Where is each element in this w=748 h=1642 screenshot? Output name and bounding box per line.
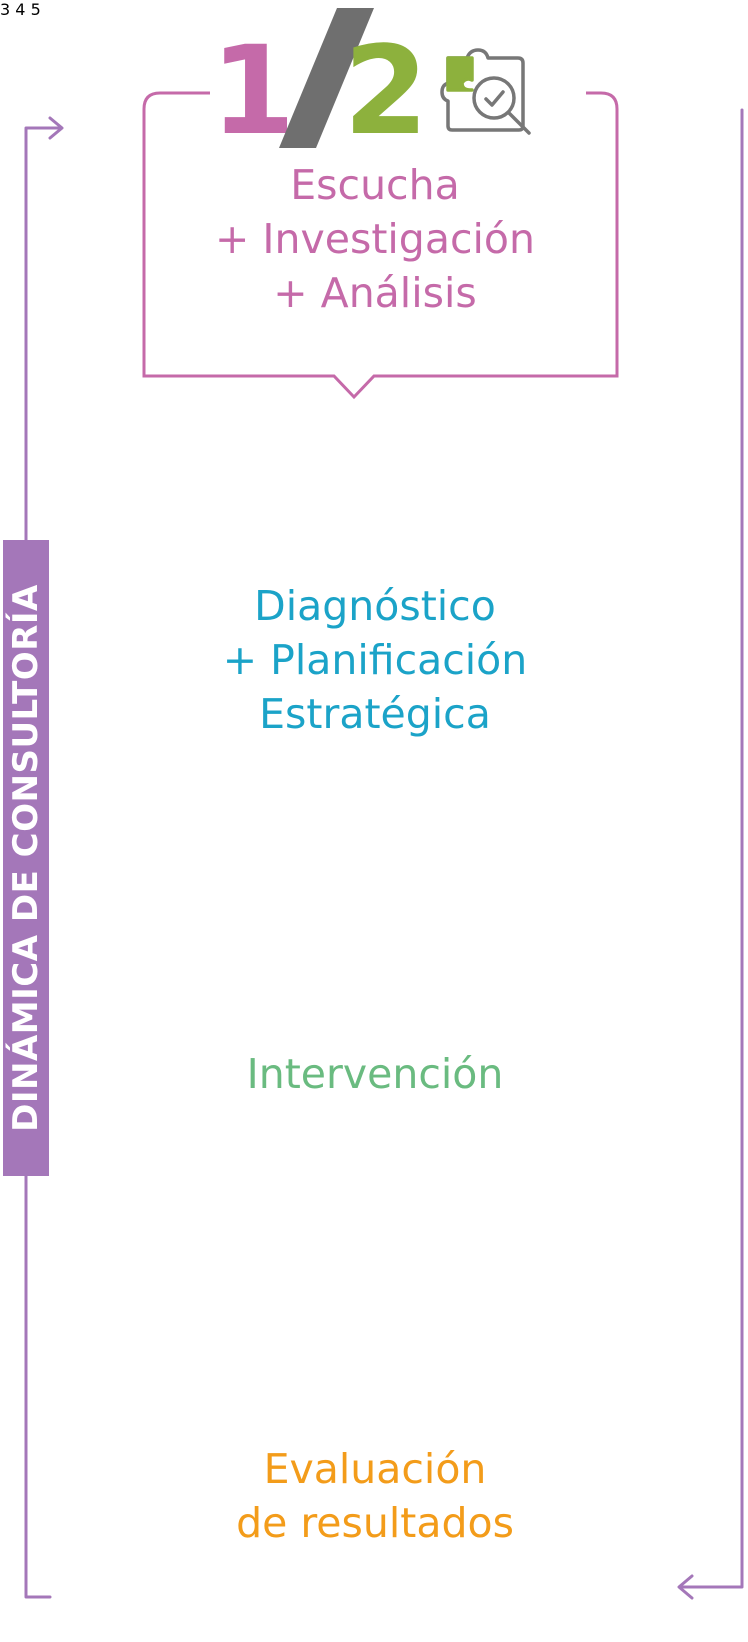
step-3-line-1: Diagnóstico [254, 582, 496, 630]
sidebar-label: DINÁMICA DE CONSULTORÍA [3, 540, 49, 1176]
step-3-line-2: + Planificación [222, 636, 528, 684]
step-1-2-number-second: 2 [344, 20, 429, 162]
step-5-line-1: Evaluación [263, 1445, 487, 1493]
step-5-line-2: de resultados [236, 1499, 514, 1547]
step-1-2-line-2: + Investigación [215, 215, 535, 263]
step-3-line-3: Estratégica [259, 690, 491, 738]
step-4-number: 4 [15, 0, 26, 19]
step-1-2-number-separator [279, 8, 374, 148]
step-5-number: 5 [30, 0, 41, 19]
step-4-frame: 4 5 DINÁMICA DE CONSULTORÍA Escucha + In [3, 0, 535, 1547]
step-1-2-text: Escucha + Investigación + Análisis [140, 158, 610, 320]
sidebar-label-text: DINÁMICA DE CONSULTORÍA [6, 584, 46, 1132]
step-1-2-number-first: 1 [211, 20, 296, 162]
step-5-text: Evaluación de resultados [140, 1442, 610, 1550]
step-1-2-line-3: + Análisis [273, 269, 477, 317]
step-3-number: 3 [0, 0, 11, 19]
step-5-frame: 5 DINÁMICA DE CONSULTORÍA Escucha + Inve… [3, 0, 535, 1547]
step-1-2-frame [142, 91, 619, 400]
step-3-text: Diagnóstico + Planificación Estratégica [140, 579, 610, 741]
step-4-text: Intervención [140, 1047, 610, 1101]
step-3-frame: 3 4 5 [0, 0, 535, 1547]
puzzle-magnifier-icon [440, 48, 531, 135]
step-4-line-1: Intervención [246, 1050, 504, 1098]
step-1-2-line-1: Escucha [290, 161, 460, 209]
right-cycle-arrow [677, 108, 744, 1600]
